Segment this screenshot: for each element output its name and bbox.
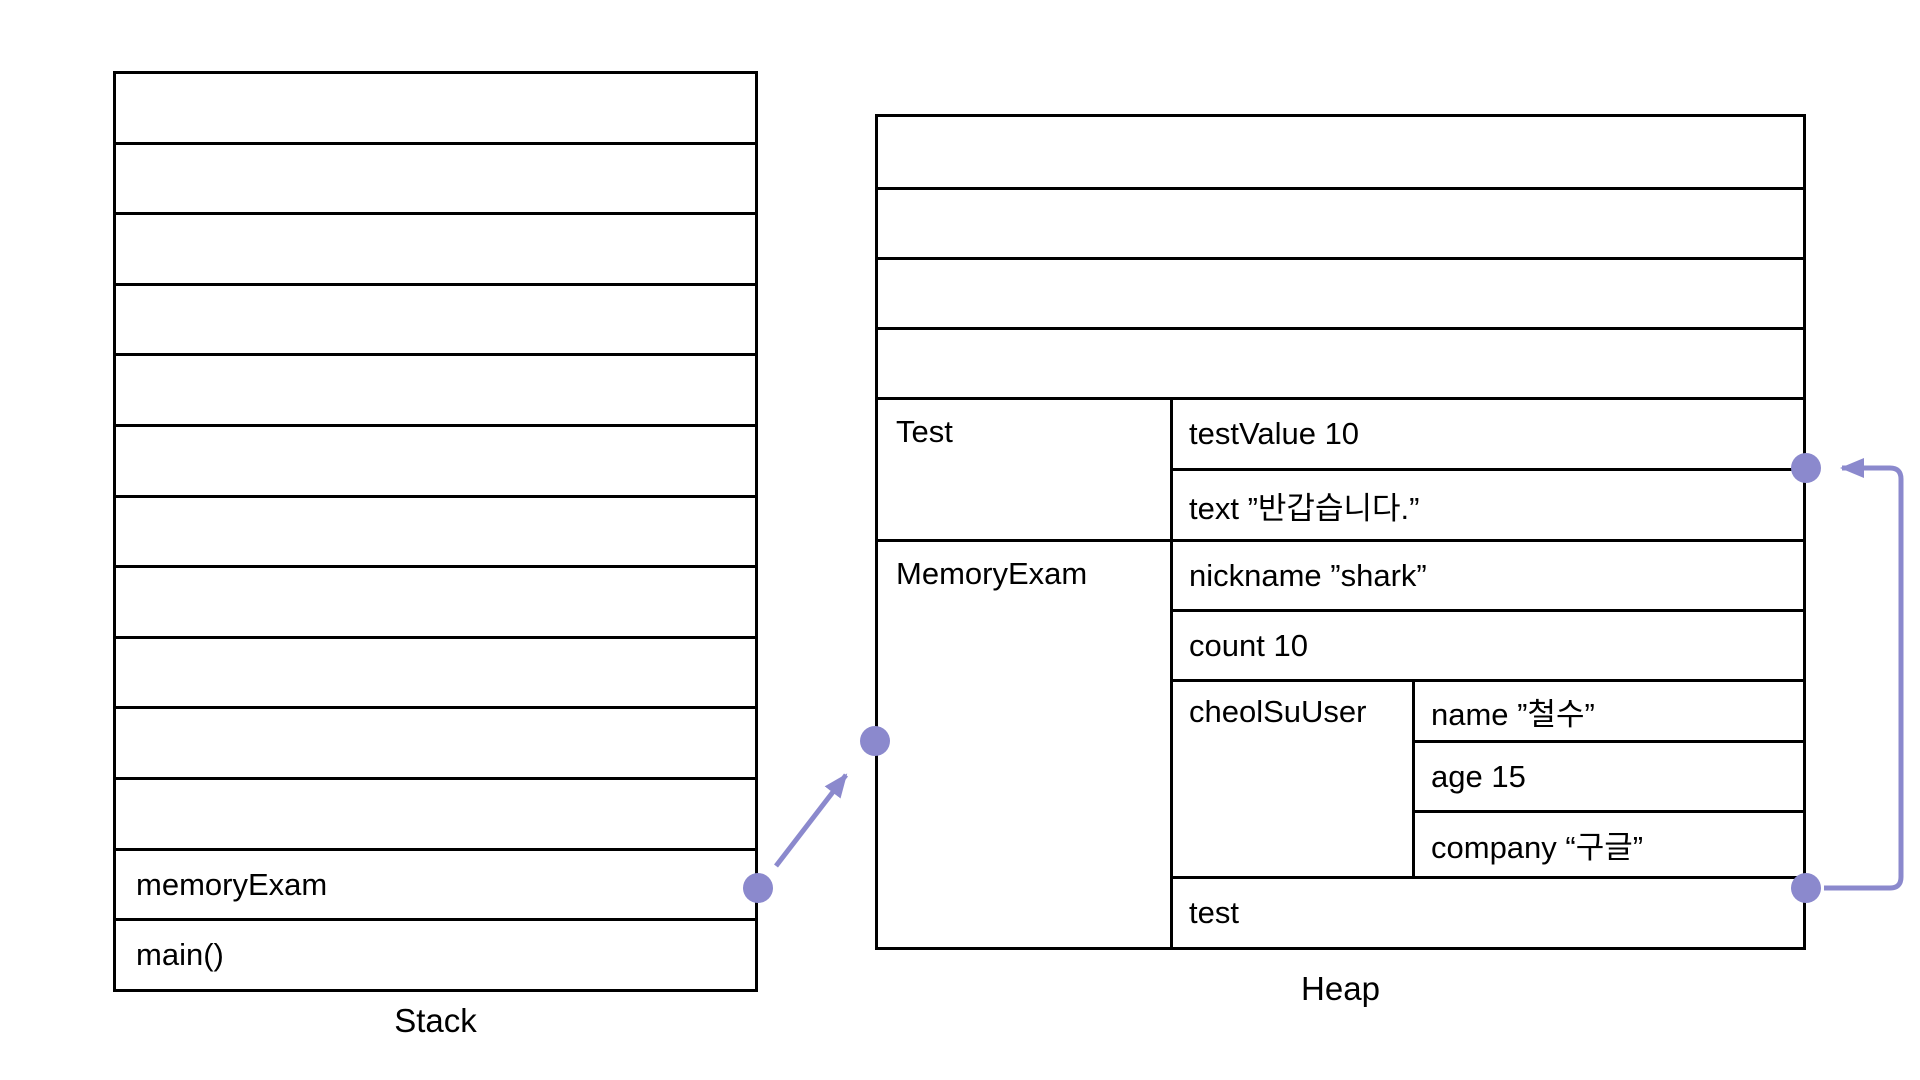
stack-to-heap-arrow	[774, 773, 848, 868]
heap-cheolsuuser-name: cheolSuUser	[1189, 694, 1367, 729]
stack-empty-slot	[116, 494, 755, 566]
stack-empty-slot	[116, 353, 755, 424]
heap-field-count: count 10	[1173, 609, 1803, 679]
heap-block-test: Test testValue 10 text ”반갑습니다.”	[878, 397, 1803, 539]
stack-empty-slot	[116, 777, 755, 848]
heap-test-fields: testValue 10 text ”반갑습니다.”	[1170, 400, 1803, 539]
stack-empty-slot	[116, 706, 755, 777]
heap-block-memoryexam: MemoryExam nickname ”shark” count 10 che…	[878, 539, 1803, 947]
heap-table: Test testValue 10 text ”반갑습니다.” MemoryEx…	[875, 114, 1806, 950]
stack-table: memoryExam main()	[113, 71, 758, 992]
heap-empty-slot	[878, 187, 1803, 257]
stack-empty-slot	[116, 635, 755, 707]
heap-empty-slot	[878, 257, 1803, 327]
heap-caption: Heap	[1301, 970, 1380, 1007]
stack-empty-slot	[116, 424, 755, 495]
heap-empty-slot	[878, 117, 1803, 187]
heap-memoryexam-fields: nickname ”shark” count 10 cheolSuUser na…	[1170, 542, 1803, 947]
heap-field-company: company “구글”	[1415, 810, 1803, 876]
heap-field-name: name ”철수”	[1431, 696, 1595, 732]
stack-empty-slot	[116, 565, 755, 636]
heap-field-text: text ”반갑습니다.”	[1173, 468, 1803, 539]
stack-empty-slot	[116, 282, 755, 354]
heap-empty-slot	[878, 327, 1803, 397]
stack-empty-slot	[116, 74, 755, 142]
heap-field-age: age 15	[1415, 740, 1803, 810]
heap-block-cheolsuuser: cheolSuUser name ”철수” age 15 company “구글…	[1173, 679, 1803, 876]
stack-empty-slot	[116, 141, 755, 213]
stack-empty-slot	[116, 212, 755, 283]
heap-test-reference-arrow	[1824, 458, 1904, 891]
heap-memoryexam-name: MemoryExam	[896, 556, 1088, 591]
stack-row-memoryexam: memoryExam	[116, 847, 755, 919]
heap-field-nickname: nickname ”shark”	[1189, 557, 1427, 593]
stack-caption: Stack	[394, 1002, 477, 1039]
stack-row-main: main()	[116, 918, 755, 989]
heap-field-testvalue: testValue 10	[1189, 416, 1360, 451]
heap-field-test: test	[1173, 876, 1803, 947]
heap-test-name: Test	[896, 414, 953, 449]
heap-cheolsuuser-fields: name ”철수” age 15 company “구글”	[1412, 682, 1803, 876]
